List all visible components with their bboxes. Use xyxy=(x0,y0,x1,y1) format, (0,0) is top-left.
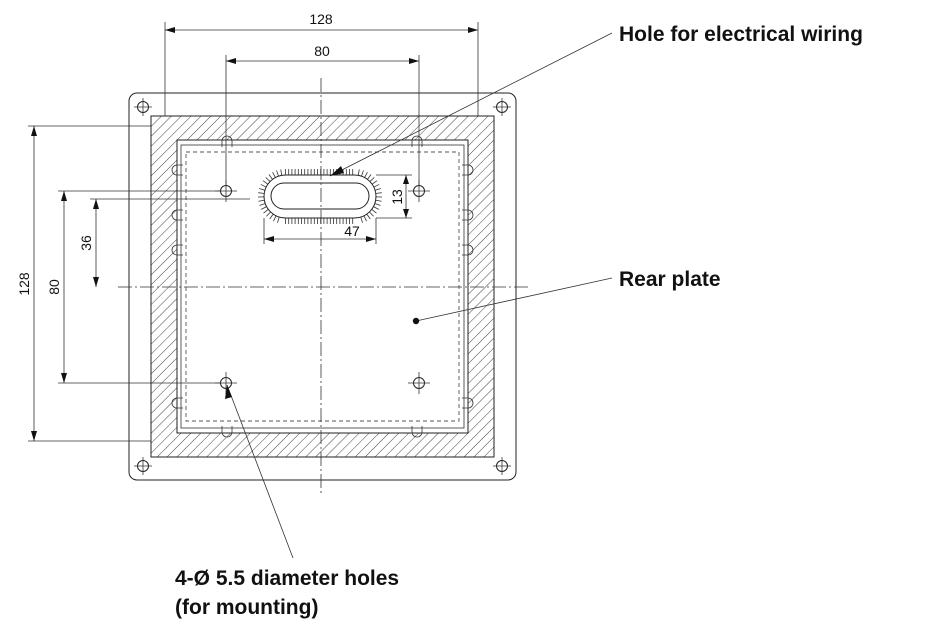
dim-left-inner: 80 xyxy=(46,279,62,295)
dim-left-outer: 128 xyxy=(16,272,32,296)
corner-holes xyxy=(134,98,511,475)
dimension-lines xyxy=(31,27,478,441)
callout-mounting-line1: 4-Ø 5.5 diameter holes xyxy=(175,567,399,590)
dim-slot-width: 47 xyxy=(344,223,360,239)
mounting-holes xyxy=(215,180,430,394)
wiring-hole xyxy=(257,169,383,224)
dim-slot-height: 13 xyxy=(389,189,405,205)
dim-top-inner: 80 xyxy=(314,43,330,59)
dim-top-outer: 128 xyxy=(309,11,333,27)
center-lines xyxy=(118,78,528,495)
dim-left-center: 36 xyxy=(78,235,94,251)
rear-plate-marker xyxy=(412,317,420,325)
corner-hole-icon xyxy=(134,98,152,116)
extension-lines xyxy=(28,22,479,442)
callout-mounting-line2: (for mounting) xyxy=(175,596,318,619)
leader-lines xyxy=(225,32,613,559)
corner-hole-icon xyxy=(493,457,511,475)
mounting-hole-icon xyxy=(408,372,430,394)
corner-hole-icon xyxy=(493,98,511,116)
clip-tabs xyxy=(171,135,474,438)
rear-plate xyxy=(185,151,460,422)
panel-frame xyxy=(128,92,517,481)
callout-rear-plate: Rear plate xyxy=(619,268,721,291)
corner-hole-icon xyxy=(134,457,152,475)
callout-wiring-hole: Hole for electrical wiring xyxy=(619,23,863,46)
